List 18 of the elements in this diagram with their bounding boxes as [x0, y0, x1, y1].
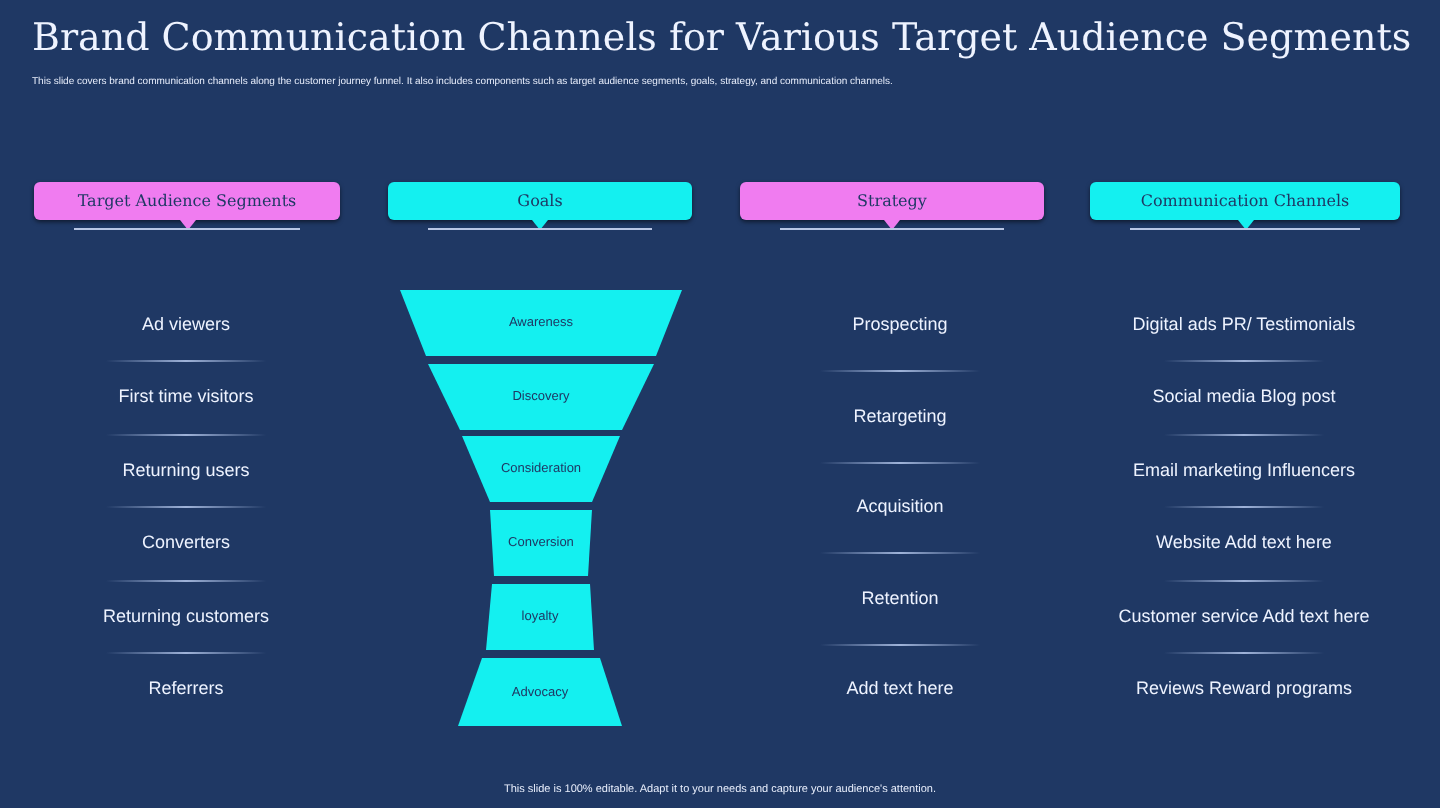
list-item-text: Retargeting: [853, 406, 947, 426]
list-item-text: Email marketing Influencers: [1132, 460, 1356, 480]
list-item-text: Acquisition: [856, 496, 944, 516]
list-item-text: Retention: [861, 588, 939, 608]
list-item-text: Customer service Add text here: [1118, 606, 1370, 626]
list-item-text: Digital ads PR/ Testimonials: [1132, 314, 1356, 334]
list-item-text: Reviews Reward programs: [1135, 678, 1353, 698]
list-item-text: Referrers: [148, 678, 224, 698]
list-item-text: Converters: [142, 532, 230, 552]
list-item-text: Social media Blog post: [1152, 386, 1336, 406]
list-item-text: Website Add text here: [1156, 532, 1332, 552]
list-item-text: Ad viewers: [142, 314, 230, 334]
list-item-text: Prospecting: [852, 314, 948, 334]
list-item-text: Returning customers: [102, 606, 270, 626]
slide-title: Brand Communication Channels for Various Target Audience Segments: [32, 16, 1412, 60]
list-item-text: Returning users: [122, 460, 250, 480]
list-item-text: First time visitors: [118, 386, 254, 406]
list-item-text: Add text here: [846, 678, 954, 698]
